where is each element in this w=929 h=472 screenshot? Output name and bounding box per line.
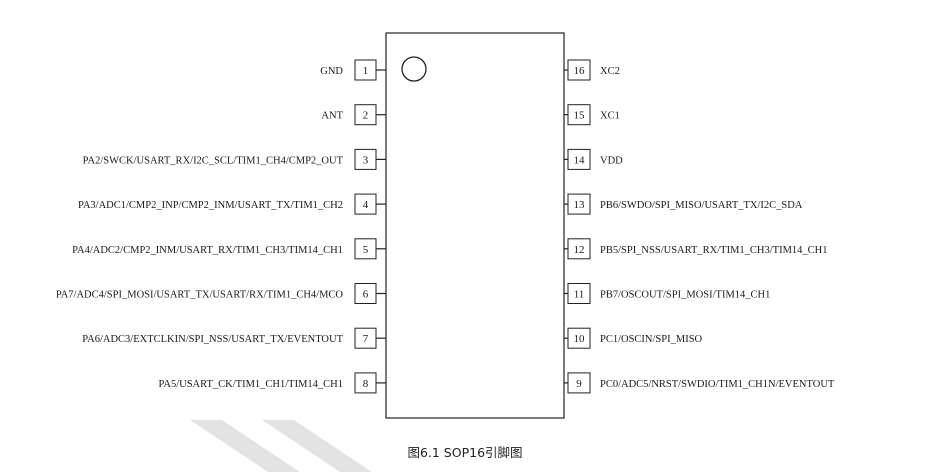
right-pin-14: 14 VDD <box>564 148 623 170</box>
pin-label: VDD <box>600 155 623 166</box>
pin-number: 4 <box>363 199 369 211</box>
pin-number-box <box>354 59 377 81</box>
pin-number-box <box>567 59 591 81</box>
pin-number: 14 <box>574 154 586 166</box>
pin-number-box <box>567 104 591 126</box>
pin-number-box <box>354 238 377 260</box>
pin-label: PB6/SWDO/SPI_MISO/USART_TX/I2C_SDA <box>600 200 803 211</box>
left-pin-2: 2 ANT <box>321 104 386 126</box>
chip-body <box>385 32 565 419</box>
pin-number: 9 <box>576 378 582 390</box>
left-pin-5: 5 PA4/ADC2/CMP2_INM/USART_RX/TIM1_CH3/TIM… <box>72 238 386 260</box>
right-pin-16: 16 XC2 <box>564 59 620 81</box>
left-pin-7: 7 PA6/ADC3/EXTCLKIN/SPI_NSS/USART_TX/EVEN… <box>82 327 386 349</box>
pin-number-box <box>567 372 591 394</box>
left-pin-3: 3 PA2/SWCK/USART_RX/I2C_SCL/TIM1_CH4/CMP2… <box>83 148 386 170</box>
figure-caption: 图6.1 SOP16引脚图 <box>407 445 522 460</box>
left-pin-1: 1 GND <box>320 59 386 81</box>
pin-number: 1 <box>363 65 369 77</box>
pin-number-box <box>567 283 591 304</box>
pin-label: PA4/ADC2/CMP2_INM/USART_RX/TIM1_CH3/TIM1… <box>72 245 343 256</box>
pin-label: PB7/OSCOUT/SPI_MOSI/TIM14_CH1 <box>600 290 770 301</box>
pin-number-box <box>567 193 591 215</box>
pin-number-box <box>354 327 377 349</box>
right-pin-12: 12 PB5/SPI_NSS/USART_RX/TIM1_CH3/TIM14_CH… <box>564 238 828 260</box>
pin-label: PC0/ADC5/NRST/SWDIO/TIM1_CH1N/EVENTOUT <box>600 379 835 390</box>
right-pin-10: 10 PC1/OSCIN/SPI_MISO <box>564 327 703 349</box>
pin-label: PC1/OSCIN/SPI_MISO <box>600 334 703 345</box>
pin-number-box <box>567 148 591 170</box>
right-pins: 16 XC2 15 XC1 14 VDD 13 PB6/SWDO/SPI_MISO/USART… <box>564 59 835 394</box>
right-pin-13: 13 PB6/SWDO/SPI_MISO/USART_TX/I2C_SDA <box>564 193 803 215</box>
left-pins: 1 GND 2 ANT 3 PA2/SWCK/USART_RX/I2C_SCL/TIM1_… <box>56 59 386 394</box>
pin-number: 8 <box>363 378 369 390</box>
pin-label: GND <box>320 66 343 77</box>
pin-number-box <box>567 238 591 260</box>
right-pin-9: 9 PC0/ADC5/NRST/SWDIO/TIM1_CH1N/EVENTOUT <box>564 372 835 394</box>
pin-number: 5 <box>363 244 369 256</box>
pin-number: 2 <box>363 110 369 122</box>
pin-number-box <box>567 327 591 349</box>
pin-label: PA5/USART_CK/TIM1_CH1/TIM14_CH1 <box>158 379 343 390</box>
pin-number: 12 <box>574 244 585 256</box>
pin-label: PB5/SPI_NSS/USART_RX/TIM1_CH3/TIM14_CH1 <box>600 245 828 256</box>
left-pin-4: 4 PA3/ADC1/CMP2_INP/CMP2_INM/USART_TX/TIM… <box>78 193 386 215</box>
pin-number: 13 <box>574 199 586 211</box>
pin-number: 11 <box>574 289 585 301</box>
right-pin-15: 15 XC1 <box>564 104 620 126</box>
pin-label: XC2 <box>600 66 620 77</box>
pin-label: PA2/SWCK/USART_RX/I2C_SCL/TIM1_CH4/CMP2_… <box>83 155 344 166</box>
watermark <box>190 420 372 472</box>
pin-number: 6 <box>363 289 369 301</box>
pin-number-box <box>354 193 377 215</box>
pin-label: PA3/ADC1/CMP2_INP/CMP2_INM/USART_TX/TIM1… <box>78 200 343 211</box>
pin-number-box <box>354 372 377 394</box>
pin-label: XC1 <box>600 111 620 122</box>
pin-number-box <box>354 148 377 170</box>
left-pin-6: 6 PA7/ADC4/SPI_MOSI/USART_TX/USART/RX/TIM… <box>56 283 386 304</box>
left-pin-8: 8 PA5/USART_CK/TIM1_CH1/TIM14_CH1 <box>158 372 386 394</box>
pin-label: PA6/ADC3/EXTCLKIN/SPI_NSS/USART_TX/EVENT… <box>82 334 343 345</box>
pin1-marker <box>401 56 427 82</box>
pin-number: 16 <box>574 65 586 77</box>
pin-number: 3 <box>363 154 369 166</box>
pin-number: 15 <box>574 110 586 122</box>
right-pin-11: 11 PB7/OSCOUT/SPI_MOSI/TIM14_CH1 <box>564 283 770 304</box>
pin-number: 10 <box>574 333 586 345</box>
pin-number-box <box>354 283 377 304</box>
pin-number: 7 <box>363 333 369 345</box>
pin-number-box <box>354 104 377 126</box>
pin-label: PA7/ADC4/SPI_MOSI/USART_TX/USART/RX/TIM1… <box>56 290 344 301</box>
pin-label: ANT <box>321 111 343 122</box>
